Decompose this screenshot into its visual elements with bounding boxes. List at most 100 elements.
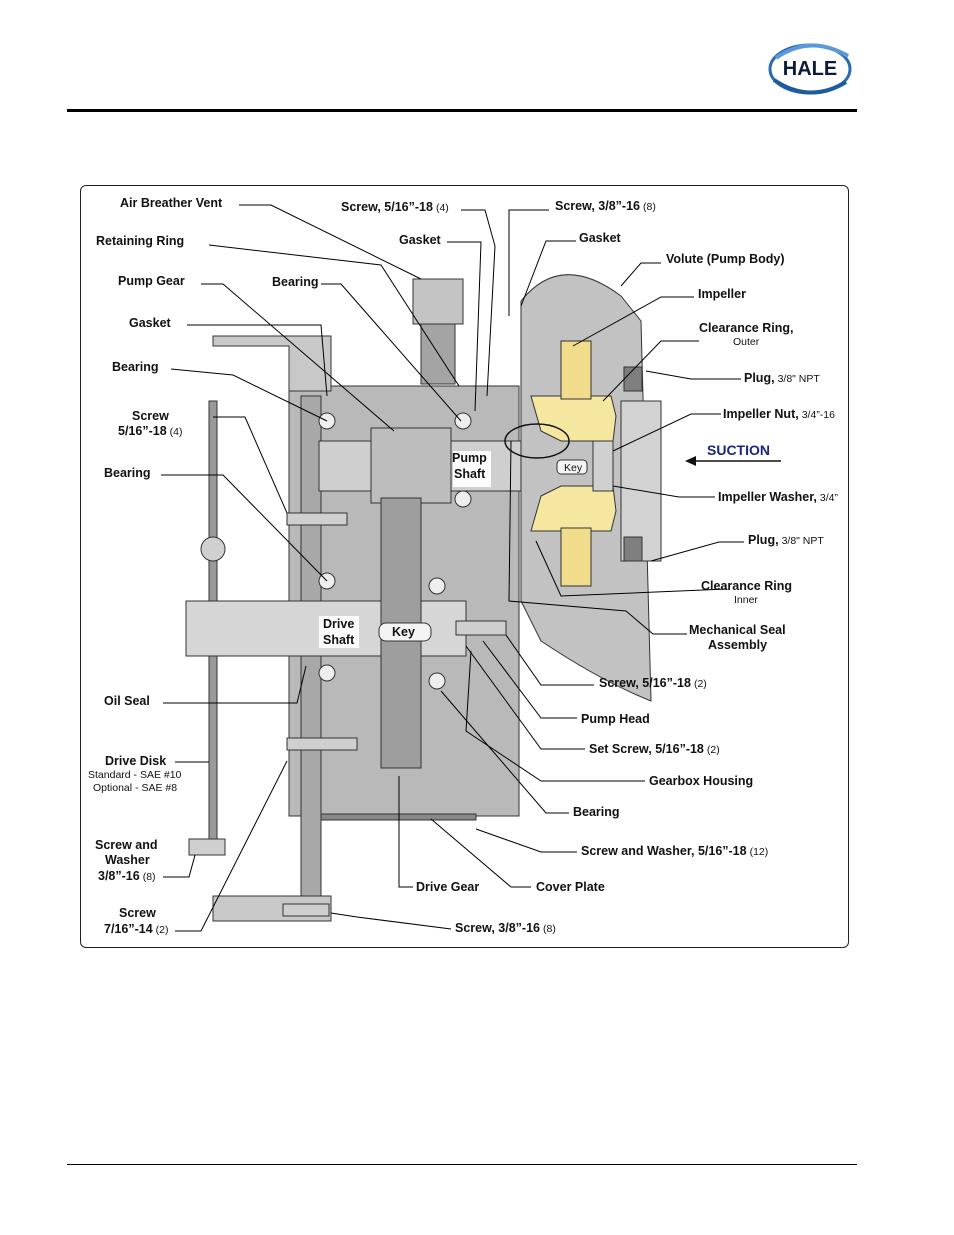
pump-gear [370, 427, 452, 504]
leader-oil-seal [163, 665, 307, 704]
leader-bearing-bottom [440, 690, 569, 814]
label-pump-gear: Pump Gear [118, 274, 185, 288]
label-drive-disk-optional: Optional - SAE #8 [93, 782, 177, 794]
leader-bearing-top-mid [321, 283, 462, 422]
leader-gasket-top-mid [447, 241, 482, 412]
label-clearance-ring-inner-sub: Inner [734, 594, 758, 606]
hale-logo: HALE [768, 43, 852, 95]
label-mech-seal-a: Mechanical Seal [689, 623, 786, 637]
label-clearance-ring-outer-sub: Outer [733, 336, 760, 348]
label-key-pump: Key [564, 462, 583, 474]
label-impeller: Impeller [698, 287, 746, 301]
pump-shaft-label-bg [453, 451, 491, 487]
impeller-vane-lower [560, 527, 592, 587]
label-clearance-ring-inner: Clearance Ring [701, 579, 792, 593]
bearing-marker [454, 412, 472, 430]
label-screw-washer-b: Washer [105, 853, 150, 867]
leader-screw-left [213, 416, 288, 514]
leader-drive-gear [398, 776, 413, 888]
leader-screw-washer-right [475, 828, 577, 853]
label-retaining-ring: Retaining Ring [96, 234, 184, 248]
label-screw-516-top: Screw, 5/16”-18(4) [341, 200, 449, 214]
mechanical-seal-callout [504, 423, 570, 459]
label-suction: SUCTION [707, 442, 770, 458]
impeller-nut [592, 440, 614, 492]
leader-impeller-washer [612, 485, 715, 498]
label-impeller-washer: Impeller Washer,3/4” [718, 490, 838, 504]
leader-lines [161, 204, 744, 932]
leader-mech-seal [508, 440, 687, 635]
label-screw-washer-c: 3/8”-16(8) [98, 869, 156, 883]
label-screw-716-a: Screw [119, 906, 156, 920]
label-plug-top: Plug,3/8" NPT [744, 371, 820, 385]
leader-clearance-ring-outer [602, 340, 699, 402]
volute-inlet [620, 400, 662, 562]
label-volute: Volute (Pump Body) [666, 252, 785, 266]
pump-key [556, 459, 588, 475]
screw-lower-flange [282, 903, 330, 917]
leader-air-breather-vent [239, 204, 422, 280]
bearing-marker [454, 490, 472, 508]
leader-clearance-ring-inner [535, 540, 728, 597]
drive-disk-hole [200, 536, 226, 562]
label-gearbox-housing: Gearbox Housing [649, 774, 753, 788]
footer-rule [67, 1164, 857, 1165]
suction-arrow-head [685, 456, 696, 466]
label-screw-left-a: Screw [132, 409, 169, 423]
screw-top-left [286, 512, 348, 526]
diagram-labels: Air Breather Vent Retaining Ring Pump Ge… [88, 196, 838, 936]
label-set-screw: Set Screw, 5/16”-18(2) [589, 742, 720, 756]
leader-plug-top [645, 370, 741, 380]
label-key-drive: Key [392, 625, 415, 639]
label-screw-washer-a: Screw and [95, 838, 158, 852]
leader-retaining-ring [208, 244, 460, 387]
label-drive-shaft-b: Shaft [323, 633, 355, 647]
leader-plug-bottom [650, 541, 744, 562]
header-rule [67, 109, 857, 112]
leader-gasket-left [187, 324, 328, 397]
label-gasket-top-mid: Gasket [399, 233, 442, 247]
label-screw-716-b: 7/16”-14(2) [104, 922, 169, 936]
leader-pump-head [482, 640, 577, 719]
label-drive-shaft-a: Drive [323, 617, 354, 631]
leader-impeller [572, 296, 694, 347]
drive-key [378, 622, 432, 642]
upper-flange [212, 335, 332, 392]
label-screw-516-right: Screw, 5/16”-18(2) [599, 676, 707, 690]
label-bearing-top-mid: Bearing [272, 275, 319, 289]
label-impeller-nut: Impeller Nut,3/4”-16 [723, 407, 835, 421]
leader-gasket-top-right [520, 240, 576, 307]
label-bearing-bottom: Bearing [573, 805, 620, 819]
screw-pump-head [455, 620, 507, 636]
label-pump-shaft-a: Pump [452, 451, 487, 465]
label-drive-disk: Drive Disk [105, 754, 166, 768]
label-screw-washer-right: Screw and Washer, 5/16”-18(12) [581, 844, 768, 858]
leader-screw-38-top [508, 209, 549, 316]
leader-impeller-nut [612, 413, 721, 452]
leader-bearing-left-mid [161, 474, 328, 582]
label-gasket-top-right: Gasket [579, 231, 622, 245]
screw-drive-disk [286, 737, 358, 751]
leader-screw-38-bottom [330, 912, 452, 930]
label-oil-seal: Oil Seal [104, 694, 150, 708]
pump-cross-section: Air Breather Vent Retaining Ring Pump Ge… [88, 196, 838, 936]
label-bearing-left-mid: Bearing [104, 466, 151, 480]
label-clearance-ring-outer: Clearance Ring, [699, 321, 793, 335]
label-screw-38-top: Screw, 3/8”-16(8) [555, 199, 656, 213]
label-gasket-left: Gasket [129, 316, 172, 330]
leader-bearing-upper-left [170, 368, 328, 422]
label-drive-gear: Drive Gear [416, 880, 479, 894]
leader-pump-gear [201, 283, 395, 432]
bearing-marker [318, 664, 336, 682]
screw-washer-left [188, 838, 226, 856]
impeller-vane-upper [560, 340, 592, 400]
leader-screw-516-right [505, 634, 594, 686]
leader-set-screw [465, 645, 585, 750]
label-drive-disk-standard: Standard - SAE #10 [88, 769, 182, 781]
label-plug-bottom: Plug,3/8" NPT [748, 533, 824, 547]
label-pump-head: Pump Head [581, 712, 650, 726]
label-pump-shaft-b: Shaft [454, 467, 486, 481]
logo-swoosh-bottom [772, 78, 848, 95]
drive-shaft-label-bg [319, 616, 359, 648]
pump-diagram-frame: Air Breather Vent Retaining Ring Pump Ge… [80, 185, 849, 948]
